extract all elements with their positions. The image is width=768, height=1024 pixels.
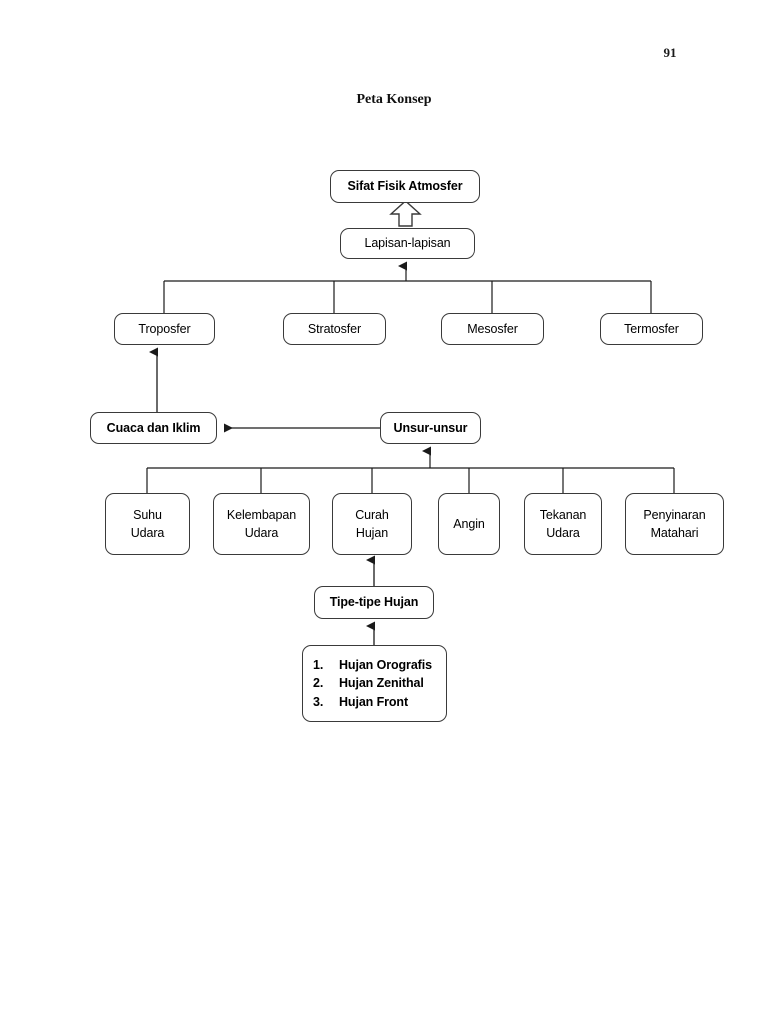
node-label-line1: Tekanan bbox=[539, 507, 587, 522]
node-label-line1: Suhu bbox=[133, 507, 162, 522]
node-troposfer[interactable]: Troposfer bbox=[114, 313, 215, 345]
list-item-number: 2. bbox=[313, 676, 324, 691]
page-number: 91 bbox=[663, 45, 677, 60]
page-title: Peta Konsep bbox=[356, 92, 432, 107]
node-angin[interactable]: Angin bbox=[438, 493, 500, 555]
node-label: Tipe-tipe Hujan bbox=[329, 595, 419, 610]
edge-layers-bus bbox=[163, 261, 652, 313]
node-termosfer[interactable]: Termosfer bbox=[600, 313, 703, 345]
node-label: Sifat Fisik Atmosfer bbox=[347, 179, 463, 194]
node-label-line2: Udara bbox=[244, 526, 279, 540]
node-sifat-fisik-atmosfer[interactable]: Sifat Fisik Atmosfer bbox=[330, 170, 480, 203]
node-label: Troposfer bbox=[138, 321, 191, 336]
node-penyinaran-matahari[interactable]: Penyinaran Matahari bbox=[625, 493, 724, 555]
node-label-line1: Penyinaran bbox=[643, 507, 706, 522]
node-label: Lapisan-lapisan bbox=[364, 236, 451, 251]
list-item: 2. Hujan Zenithal bbox=[313, 674, 446, 692]
list-item: 3. Hujan Front bbox=[313, 693, 446, 711]
list-item-label: Hujan Zenithal bbox=[339, 676, 424, 691]
node-cuaca-dan-iklim[interactable]: Cuaca dan Iklim bbox=[90, 412, 217, 444]
node-label: Cuaca dan Iklim bbox=[106, 420, 201, 435]
list-item-label: Hujan Front bbox=[339, 694, 409, 709]
node-label: Stratosfer bbox=[307, 321, 362, 336]
node-label-line1: Kelembapan bbox=[226, 507, 297, 522]
list-item-number: 3. bbox=[313, 694, 324, 709]
node-label: Termosfer bbox=[624, 321, 679, 336]
node-label: Mesosfer bbox=[467, 321, 518, 336]
node-lapisan-lapisan[interactable]: Lapisan-lapisan bbox=[340, 228, 475, 259]
node-suhu-udara[interactable]: Suhu Udara bbox=[105, 493, 190, 555]
node-tipe-tipe-hujan[interactable]: Tipe-tipe Hujan bbox=[314, 586, 434, 619]
node-unsur-unsur[interactable]: Unsur-unsur bbox=[380, 412, 481, 444]
block-arrow-layers-to-root bbox=[389, 200, 422, 227]
node-rain-types-list[interactable]: 1. Hujan Orografis 2. Hujan Zenithal 3. … bbox=[302, 645, 447, 722]
list-item-label: Hujan Orografis bbox=[339, 658, 432, 673]
node-label-line2: Udara bbox=[546, 526, 580, 540]
node-tekanan-udara[interactable]: Tekanan Udara bbox=[524, 493, 602, 555]
node-label-line1: Angin bbox=[453, 516, 485, 531]
edge-elements-bus bbox=[146, 446, 675, 493]
node-mesosfer[interactable]: Mesosfer bbox=[441, 313, 544, 345]
node-label-line2: Hujan bbox=[355, 526, 389, 540]
node-stratosfer[interactable]: Stratosfer bbox=[283, 313, 386, 345]
node-label-line2: Matahari bbox=[650, 526, 699, 540]
node-label-line2: Udara bbox=[130, 526, 165, 540]
node-label: Unsur-unsur bbox=[393, 420, 468, 435]
node-curah-hujan[interactable]: Curah Hujan bbox=[332, 493, 412, 555]
node-kelembapan-udara[interactable]: Kelembapan Udara bbox=[213, 493, 310, 555]
node-label-line1: Curah bbox=[355, 507, 389, 522]
list-item: 1. Hujan Orografis bbox=[313, 656, 446, 674]
list-item-number: 1. bbox=[313, 658, 324, 673]
